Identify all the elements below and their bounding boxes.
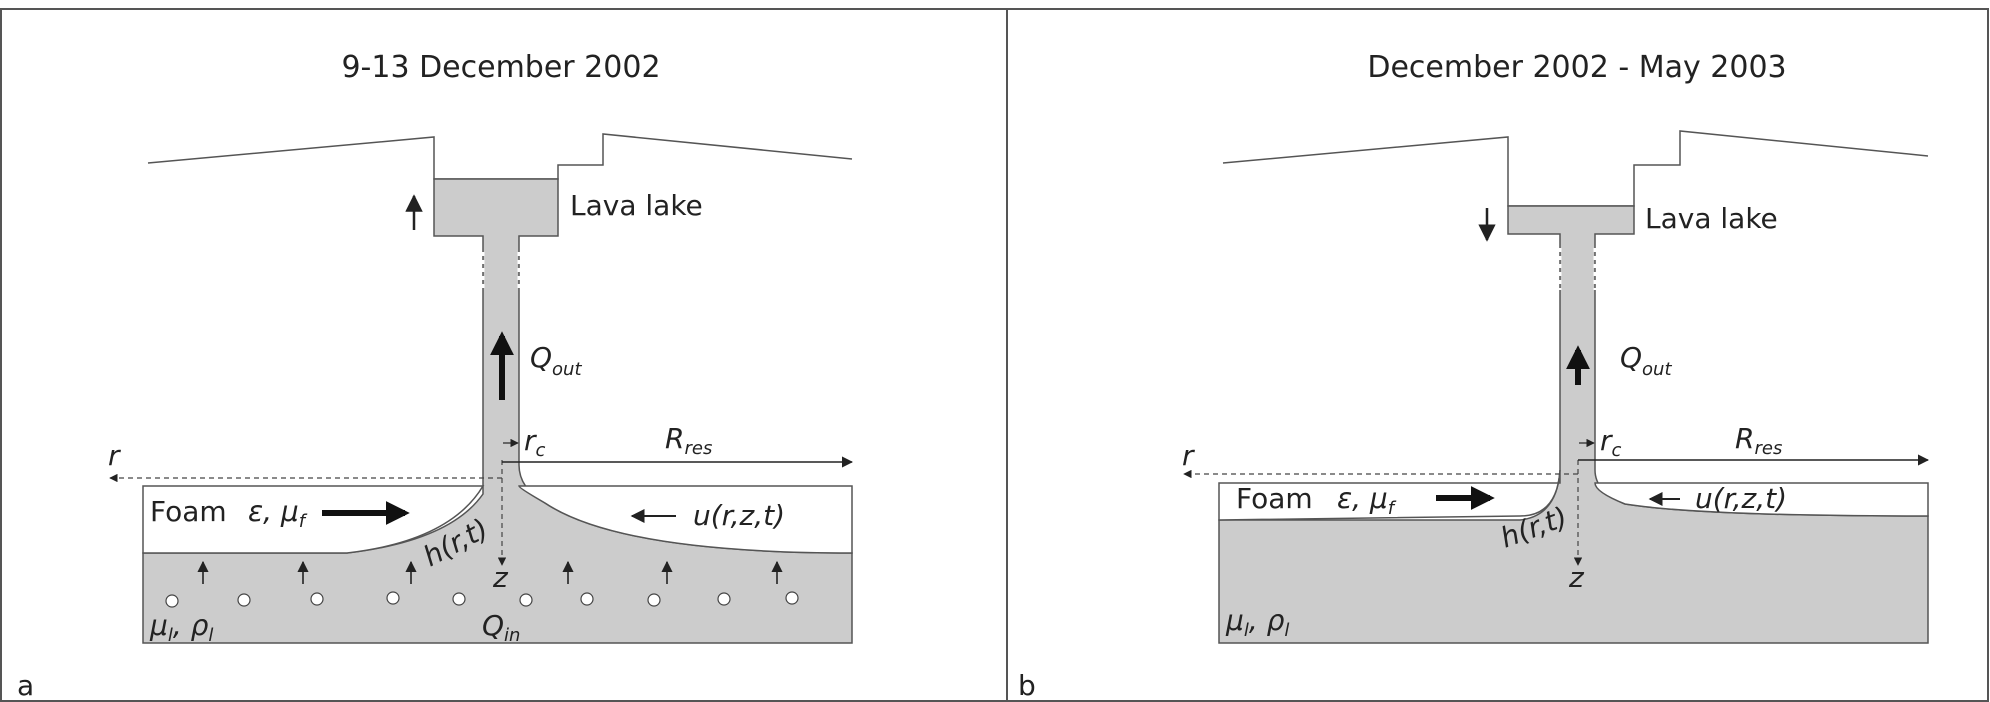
z-axis-label: z [1568, 561, 1585, 594]
foam-properties-label: ε, μf [1337, 482, 1397, 519]
foam-label: Foam [150, 495, 227, 528]
r-res-label: Rres [1735, 422, 1782, 459]
q-in-label: Qin [482, 609, 520, 646]
liquid-properties-label: μl, ρl [1225, 604, 1289, 641]
panel-a-letter: a [17, 669, 34, 702]
foam-layer [1594, 482, 1929, 517]
panel-a: 9-13 December 2002 Lava lake Qout r z rc… [17, 50, 854, 702]
crater-rim [1222, 130, 1929, 207]
r-c-label: rc [524, 424, 546, 461]
lava-lake-label: Lava lake [570, 189, 703, 222]
panel-a-title: 9-13 December 2002 [341, 50, 660, 85]
liquid-properties-label: μl, ρl [149, 609, 213, 646]
foam-layer [518, 485, 853, 554]
velocity-label: u(r,z,t) [1695, 482, 1787, 515]
panel-b-letter: b [1018, 669, 1036, 702]
foam-label: Foam [1236, 482, 1313, 515]
velocity-label: u(r,z,t) [693, 499, 785, 532]
foam-properties-label: ε, μf [248, 495, 308, 532]
bubbles [165, 591, 799, 608]
r-res-label: Rres [665, 422, 712, 459]
z-axis-label: z [492, 561, 509, 594]
figure-frame [0, 8, 1989, 702]
q-out-label: Qout [530, 341, 582, 380]
r-axis-label: r [1182, 439, 1195, 472]
panel-b: December 2002 - May 2003 Lava lake Qout … [1018, 50, 1930, 702]
bubble-rise-arrows [197, 560, 783, 584]
q-out-label: Qout [1620, 341, 1672, 380]
crater-rim [147, 133, 853, 180]
lava-lake-label: Lava lake [1645, 202, 1778, 235]
r-c-label: rc [1600, 424, 1622, 461]
r-axis-label: r [108, 439, 121, 472]
panel-b-title: December 2002 - May 2003 [1367, 50, 1786, 85]
